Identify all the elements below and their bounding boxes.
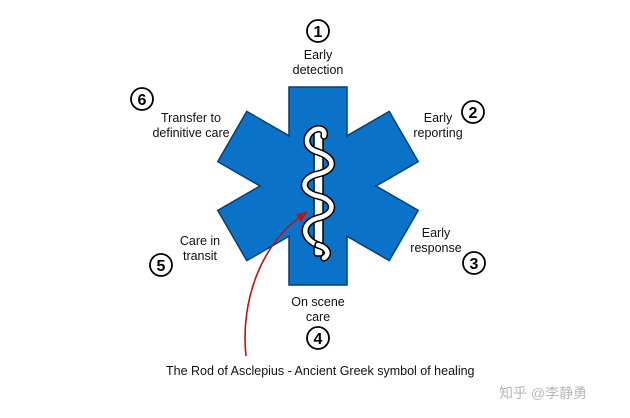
step-label-3-line2: response	[410, 241, 462, 255]
step-badge-6: 6	[130, 87, 154, 111]
step-label-4-line2: care	[305, 310, 331, 324]
step-badge-4: 4	[306, 326, 330, 350]
step-badge-1: 1	[306, 19, 330, 43]
svg-text:4: 4	[314, 331, 323, 348]
step-label-4: On scene care	[270, 295, 366, 325]
serpent-highlight-icon	[302, 126, 334, 248]
pointer-arrowhead-icon	[296, 212, 307, 222]
svg-text:2: 2	[469, 105, 478, 122]
pointer-line	[244, 211, 308, 357]
svg-text:6: 6	[138, 92, 147, 109]
step-label-6: Transfer to definitive care	[136, 111, 246, 141]
step-label-1-line2: detection	[292, 63, 344, 77]
svg-text:1: 1	[314, 24, 323, 41]
rod-of-asclepius-icon	[300, 125, 336, 262]
step-badge-5: 5	[149, 253, 173, 277]
step-label-5-line1: Care in	[179, 234, 221, 248]
step-label-3-line1: Early	[421, 226, 451, 240]
step-label-5: Care in transit	[164, 234, 236, 264]
step-badge-3: 3	[462, 251, 486, 275]
step-label-5-line2: transit	[182, 249, 218, 263]
step-label-1: Early detection	[278, 48, 358, 78]
rod-caption: The Rod of Asclepius - Ancient Greek sym…	[166, 364, 475, 378]
step-label-1-line1: Early	[303, 48, 333, 62]
step-label-2-line1: Early	[423, 111, 453, 125]
serpent-tail-highlight-icon	[315, 242, 330, 261]
step-label-6-line1: Transfer to	[161, 111, 221, 125]
step-label-2: Early reporting	[400, 111, 476, 141]
step-label-4-line1: On scene	[291, 295, 345, 309]
step-label-3: Early response	[398, 226, 474, 256]
step-label-2-line2: reporting	[413, 126, 463, 140]
step-label-6-line2: definitive care	[152, 126, 230, 140]
svg-text:3: 3	[470, 256, 479, 273]
watermark: 知乎 @李静勇	[499, 385, 588, 401]
svg-text:5: 5	[157, 258, 166, 275]
step-badge-2: 2	[461, 100, 485, 124]
